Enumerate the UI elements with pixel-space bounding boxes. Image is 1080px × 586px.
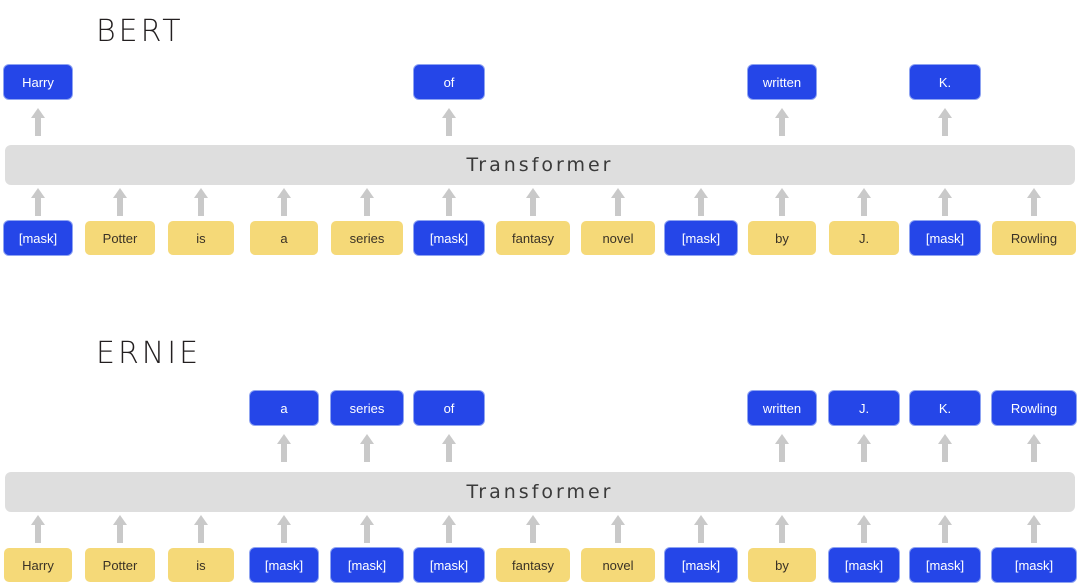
ernie-prediction-token: J. [829, 391, 899, 425]
ernie-title: ERNIE [96, 336, 202, 371]
bert-title: BERT [96, 14, 184, 49]
ernie-input-token: [mask] [829, 548, 899, 582]
bert-input-token: a [250, 221, 318, 255]
bert-input-arrow-up-icon [857, 188, 871, 216]
bert-input-token: is [168, 221, 234, 255]
bert-prediction-arrow-up-icon [775, 108, 789, 136]
bert-input-arrow-up-icon [442, 188, 456, 216]
ernie-prediction-arrow-up-icon [442, 434, 456, 462]
bert-input-token: Rowling [992, 221, 1076, 255]
bert-input-token: J. [829, 221, 899, 255]
bert-input-token: [mask] [665, 221, 737, 255]
ernie-input-arrow-up-icon [113, 515, 127, 543]
ernie-prediction-token: written [748, 391, 816, 425]
ernie-prediction-arrow-up-icon [277, 434, 291, 462]
ernie-input-token: is [168, 548, 234, 582]
ernie-input-token: Potter [85, 548, 155, 582]
ernie-input-arrow-up-icon [31, 515, 45, 543]
ernie-prediction-arrow-up-icon [938, 434, 952, 462]
ernie-input-token: Harry [4, 548, 72, 582]
ernie-prediction-arrow-up-icon [775, 434, 789, 462]
bert-input-token: series [331, 221, 403, 255]
ernie-prediction-token: series [331, 391, 403, 425]
bert-prediction-arrow-up-icon [938, 108, 952, 136]
ernie-prediction-token: K. [910, 391, 980, 425]
bert-input-token: novel [581, 221, 655, 255]
ernie-input-token: novel [581, 548, 655, 582]
bert-prediction-token: K. [910, 65, 980, 99]
bert-input-token: Potter [85, 221, 155, 255]
bert-input-arrow-up-icon [694, 188, 708, 216]
ernie-input-arrow-up-icon [1027, 515, 1041, 543]
ernie-input-token: [mask] [414, 548, 484, 582]
ernie-input-arrow-up-icon [775, 515, 789, 543]
bert-input-arrow-up-icon [775, 188, 789, 216]
bert-prediction-token: Harry [4, 65, 72, 99]
bert-input-arrow-up-icon [277, 188, 291, 216]
ernie-input-arrow-up-icon [526, 515, 540, 543]
ernie-input-token: fantasy [496, 548, 570, 582]
bert-input-arrow-up-icon [113, 188, 127, 216]
ernie-input-token: [mask] [331, 548, 403, 582]
ernie-input-token: [mask] [665, 548, 737, 582]
bert-input-token: by [748, 221, 816, 255]
ernie-prediction-token: a [250, 391, 318, 425]
ernie-prediction-arrow-up-icon [857, 434, 871, 462]
ernie-input-token: [mask] [992, 548, 1076, 582]
ernie-prediction-arrow-up-icon [1027, 434, 1041, 462]
bert-input-arrow-up-icon [31, 188, 45, 216]
ernie-transformer-block: Transformer [5, 472, 1075, 512]
ernie-input-arrow-up-icon [857, 515, 871, 543]
bert-input-arrow-up-icon [526, 188, 540, 216]
ernie-prediction-arrow-up-icon [360, 434, 374, 462]
ernie-input-arrow-up-icon [194, 515, 208, 543]
bert-prediction-token: of [414, 65, 484, 99]
ernie-input-token: [mask] [910, 548, 980, 582]
bert-transformer-label: Transformer [466, 154, 614, 176]
bert-input-token: [mask] [910, 221, 980, 255]
ernie-input-arrow-up-icon [360, 515, 374, 543]
ernie-transformer-label: Transformer [466, 481, 614, 503]
bert-input-arrow-up-icon [1027, 188, 1041, 216]
ernie-input-arrow-up-icon [611, 515, 625, 543]
bert-prediction-arrows [0, 108, 1080, 138]
bert-input-arrow-up-icon [194, 188, 208, 216]
bert-prediction-row: Harry of written K. [0, 65, 1080, 99]
bert-prediction-arrow-up-icon [442, 108, 456, 136]
ernie-input-arrow-up-icon [694, 515, 708, 543]
bert-transformer-block: Transformer [5, 145, 1075, 185]
bert-input-arrow-up-icon [360, 188, 374, 216]
ernie-input-row: Harry Potter is [mask] [mask] [mask] fantasy no… [0, 548, 1080, 582]
bert-prediction-arrow-up-icon [31, 108, 45, 136]
ernie-input-token: by [748, 548, 816, 582]
bert-prediction-token: written [748, 65, 816, 99]
ernie-prediction-arrows [0, 434, 1080, 464]
ernie-prediction-token: Rowling [992, 391, 1076, 425]
ernie-input-arrow-up-icon [442, 515, 456, 543]
bert-input-arrow-up-icon [611, 188, 625, 216]
bert-input-arrow-up-icon [938, 188, 952, 216]
bert-input-token: [mask] [4, 221, 72, 255]
ernie-input-token: [mask] [250, 548, 318, 582]
bert-input-token: [mask] [414, 221, 484, 255]
bert-input-arrows [0, 188, 1080, 218]
ernie-input-arrow-up-icon [938, 515, 952, 543]
bert-input-token: fantasy [496, 221, 570, 255]
ernie-prediction-token: of [414, 391, 484, 425]
ernie-input-arrows [0, 515, 1080, 545]
ernie-input-arrow-up-icon [277, 515, 291, 543]
